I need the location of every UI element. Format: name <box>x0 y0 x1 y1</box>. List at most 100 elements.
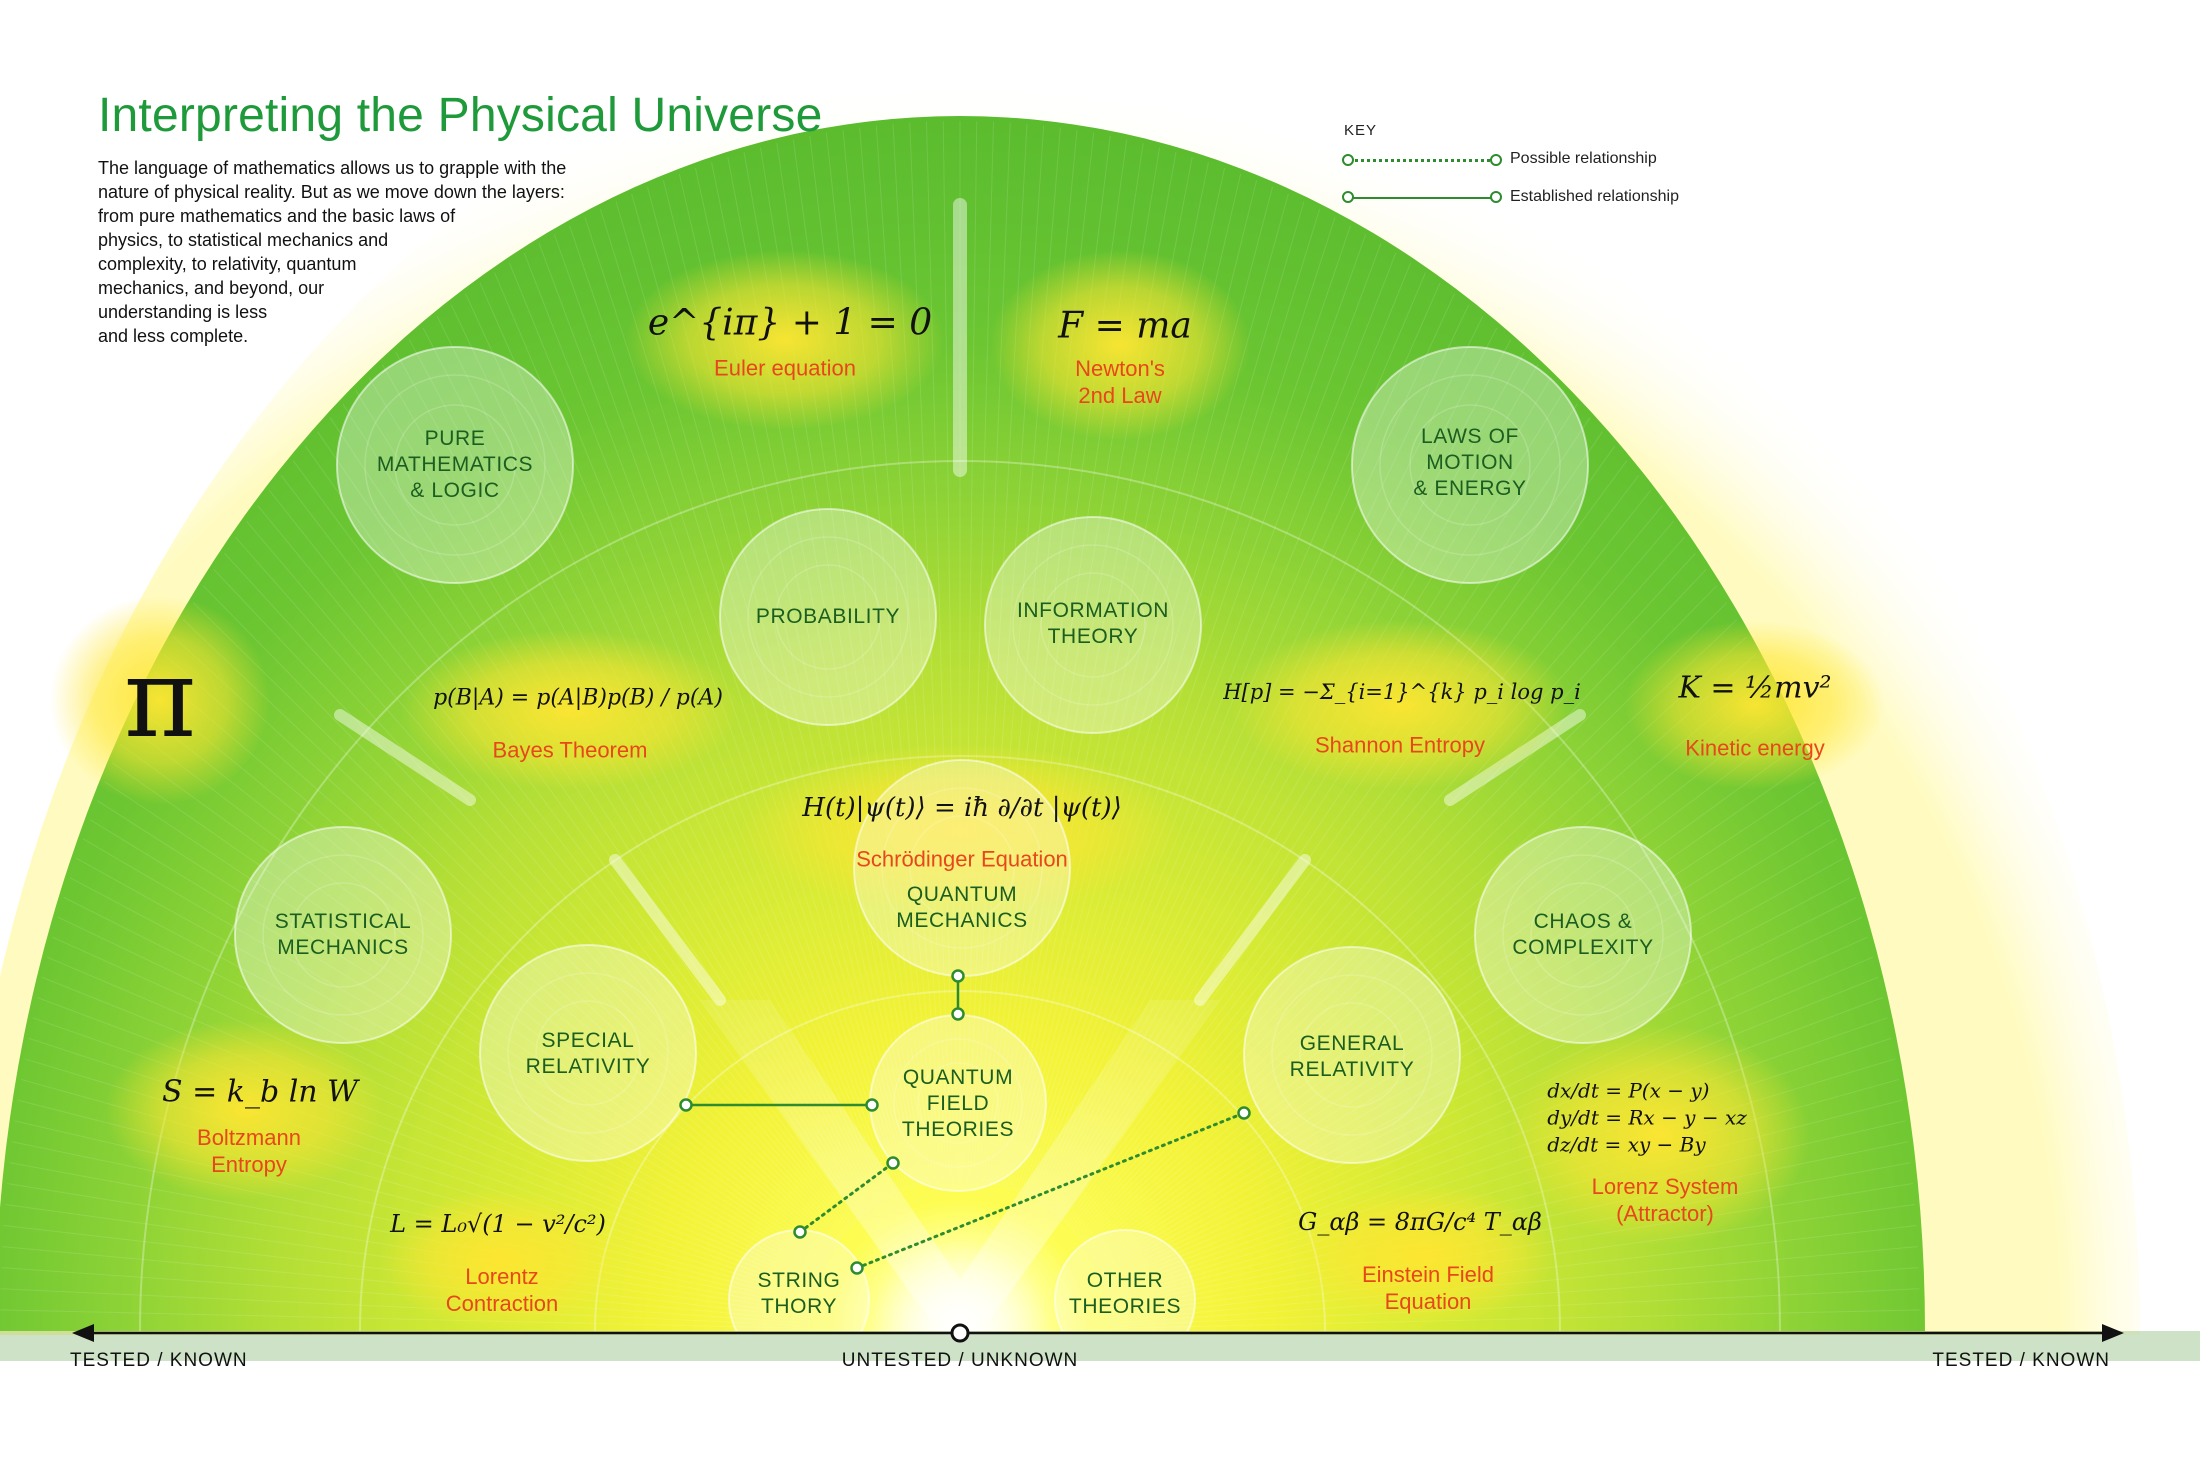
legend-key: KEY Possible relationship Established re… <box>1340 118 1740 218</box>
node-label-line: RELATIVITY <box>525 1055 651 1078</box>
equation-name-newton: Newton's 2nd Law <box>1075 355 1165 409</box>
axis-origin-marker <box>950 1323 970 1343</box>
radial-texture-line <box>104 781 827 1264</box>
equation-name-lorentz-contraction: Lorentz Contraction <box>446 1263 559 1317</box>
node-label-line: COMPLEXITY <box>1512 936 1654 959</box>
radial-texture-line <box>1098 877 1851 1276</box>
radial-texture-line <box>76 857 823 1273</box>
equation-name-line: Bayes Theorem <box>492 737 648 763</box>
radial-texture-line <box>1072 536 1685 1233</box>
equation-lorentz-contraction: L = L₀√(1 − v²/c²) <box>390 1210 606 1238</box>
equation-name-euler: Euler equation <box>714 355 856 382</box>
equation-name-schrodinger: Schrödinger Equation <box>856 846 1068 873</box>
key-dot <box>1490 191 1502 203</box>
key-possible-line <box>1348 159 1496 162</box>
radial-texture-line <box>0 1288 811 1327</box>
intro-text: The language of mathematics allows us to… <box>98 156 566 348</box>
radial-texture-line <box>1109 1309 1920 1329</box>
radial-texture-line <box>1086 689 1775 1252</box>
radial-texture-line <box>962 121 978 1182</box>
equation-name-lorenz-system: Lorenz System (Attractor) <box>1592 1173 1739 1227</box>
radial-texture-line <box>1103 976 1879 1288</box>
node-label-line: THORY <box>760 1295 838 1318</box>
radial-texture-line <box>280 475 855 1226</box>
radial-texture-line <box>1104 997 1883 1291</box>
node-general-relativity <box>1243 946 1461 1164</box>
radial-texture-line <box>235 536 848 1233</box>
radial-texture-line <box>63 896 821 1278</box>
radial-texture-line <box>1027 252 1397 1198</box>
possible-line-string-qft <box>798 1161 895 1234</box>
possible-line-string-gr <box>855 1111 1246 1270</box>
radial-texture-line <box>1067 490 1651 1228</box>
axis-arrow-left <box>72 1324 94 1342</box>
node-circle-rings <box>262 374 1664 1168</box>
equation-euler: e^{iπ} + 1 = 0 <box>647 302 933 344</box>
label-statistical-mechanics: STATISTICAL MECHANICS <box>275 909 412 961</box>
equation-name-bayes: Bayes Theorem <box>493 737 648 764</box>
radial-texture-line <box>89 819 825 1269</box>
equation-kinetic: K = ½mv² <box>1678 670 1832 706</box>
node-label-line: QUANTUM <box>906 883 1018 906</box>
radial-texture-line <box>292 460 857 1224</box>
node-label-line: & LOGIC <box>410 479 500 502</box>
label-probability: PROBABILITY <box>756 604 900 630</box>
radial-texture-line <box>964 121 995 1182</box>
equation-name-einstein: Einstein Field Equation <box>1362 1261 1494 1315</box>
radial-texture-line <box>82 838 824 1271</box>
intro-line: understanding is less <box>98 302 268 322</box>
equation-name-line: Lorentz <box>465 1264 539 1289</box>
radial-texture-line <box>1071 521 1674 1231</box>
equation-line: dy/dt = Rx − y − xz <box>1547 1105 1747 1130</box>
equation-name-line: Entropy <box>211 1152 287 1177</box>
radial-texture-line <box>163 654 836 1248</box>
label-quantum-field-theories: QUANTUM FIELD THEORIES <box>902 1065 1014 1143</box>
node-special-relativity <box>479 944 697 1162</box>
equation-line: dz/dt = xy − By <box>1547 1132 1706 1157</box>
label-special-relativity: SPECIAL RELATIVITY <box>526 1028 651 1080</box>
axis-label-right: TESTED / KNOWN <box>1932 1350 2110 1371</box>
radial-texture-line <box>584 217 902 1194</box>
radial-texture-line <box>1074 552 1696 1235</box>
radial-texture-line <box>1096 838 1838 1271</box>
radial-texture-line <box>46 956 818 1286</box>
radial-texture-line <box>1102 956 1874 1286</box>
key-established-label: Established relationship <box>1510 188 1679 205</box>
radial-texture-line <box>1077 585 1717 1240</box>
intro-line: physics, to statistical mechanics and <box>98 230 389 250</box>
key-dot <box>1342 191 1354 203</box>
key-title: KEY <box>1344 122 1378 139</box>
radial-texture-line <box>52 936 819 1283</box>
radial-texture-line <box>1101 936 1868 1283</box>
equation-name-line: Equation <box>1384 1289 1472 1314</box>
radial-texture-line <box>1013 201 1305 1192</box>
radial-texture-line <box>1065 475 1640 1226</box>
node-label-line: OTHER <box>1086 1269 1164 1292</box>
radial-texture-line <box>1089 725 1792 1257</box>
node-label-line: PURE <box>424 427 486 450</box>
key-dot <box>1490 154 1502 166</box>
ground-shadow <box>0 1331 2200 1361</box>
label-general-relativity: GENERAL RELATIVITY <box>1290 1031 1415 1083</box>
node-label-line: THEORY <box>1047 625 1139 648</box>
radial-texture-line <box>1081 619 1738 1244</box>
key-possible-label: Possible relationship <box>1510 150 1657 167</box>
node-label-line: FIELD <box>926 1092 990 1115</box>
label-chaos-complexity: CHAOS & COMPLEXITY <box>1512 909 1653 961</box>
equation-bayes: p(B|A) = p(A|B)p(B) / p(A) <box>433 685 723 711</box>
radial-texture-line <box>57 916 820 1281</box>
radial-texture-line <box>1109 1288 1920 1327</box>
center-beam <box>700 1000 1220 1320</box>
equation-name-line: Contraction <box>445 1291 559 1316</box>
radial-texture-line <box>942 121 958 1182</box>
label-information-theory: INFORMATION THEORY <box>1017 598 1169 650</box>
equation-name-line: 2nd Law <box>1078 383 1162 408</box>
radial-texture-line <box>154 671 835 1250</box>
node-chaos-complexity <box>1474 826 1692 1044</box>
intro-line: The language of mathematics allows us to… <box>98 158 567 178</box>
radial-texture-line <box>1095 819 1831 1269</box>
radial-texture-line <box>1063 460 1628 1224</box>
equation-boltzmann: S = k_b ln W <box>162 1074 358 1110</box>
axis-arrow-right <box>2102 1324 2124 1342</box>
